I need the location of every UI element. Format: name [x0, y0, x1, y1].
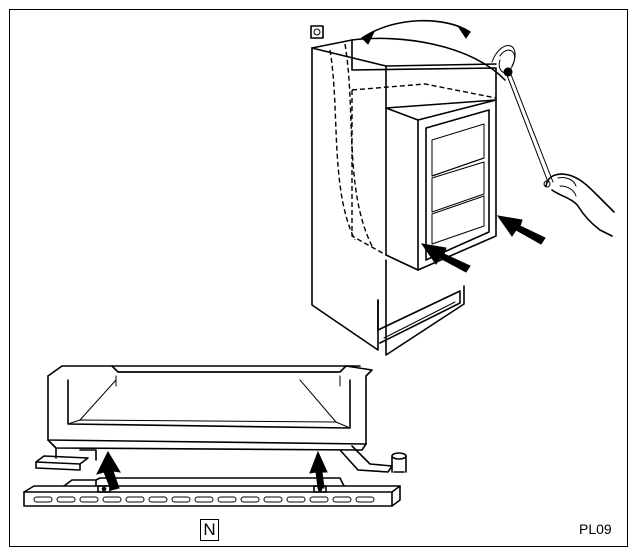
- diagram-frame: [9, 9, 628, 547]
- base-grille-illustration: [23, 365, 407, 507]
- push-arrow-icon: [420, 215, 546, 273]
- cabinet-illustration: [310, 19, 615, 356]
- power-socket-icon: [310, 25, 324, 39]
- figure-code: PL09: [579, 521, 612, 537]
- hand-icon: [543, 173, 615, 237]
- part-label-n: N: [200, 519, 219, 541]
